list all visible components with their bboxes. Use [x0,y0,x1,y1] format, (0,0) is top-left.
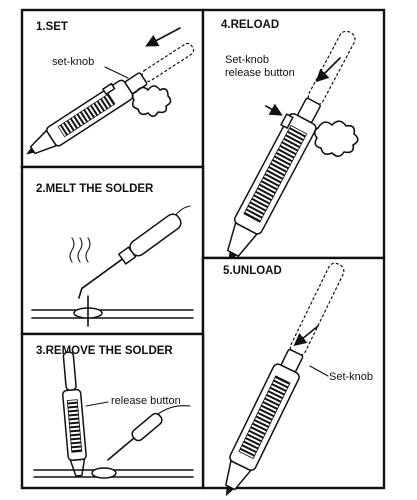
pump-nozzle [29,129,57,155]
heat-wave-icon [69,237,75,263]
panel-set: 1.SET set-knob [20,8,205,169]
reload-pump-grip [243,124,308,223]
panel-unload: 5.UNLOAD Set-knob [201,256,386,497]
desoldering-pump-unload-icon [225,262,345,497]
unload-label-leader [309,365,329,377]
unload-pump-grip [238,375,291,459]
panel-remove-frame [20,332,205,490]
desoldering-pump-icon [26,42,195,155]
panel-unload-title: 5.UNLOAD [223,265,282,277]
remove-soldering-iron-icon [107,412,163,461]
panel-remove: 3.REMOVE THE SOLDER release button [20,332,205,490]
heat-wave-icon [85,237,91,263]
spring-release-burst [131,85,172,118]
desoldering-pump-remove-icon [62,351,87,477]
set-knob-leader [104,66,129,79]
remove-label-leader [85,401,109,407]
remove-iron-cord [157,405,191,415]
unload-set-knob-label: Set-knob [329,371,373,383]
reload-label-line1: Set-knob [225,54,269,66]
pump-tip [26,147,35,155]
reload-label-line2: release button [225,67,295,79]
remove-iron-shaft [107,437,135,461]
pump-grip [57,93,116,138]
panel-melt: 2.MELT THE SOLDER [20,165,205,336]
remove-release-button-label: release button [111,395,181,407]
reload-release-button [280,113,294,129]
set-knob-label: set-knob [52,56,94,68]
remove-pump-grip [66,399,83,453]
panel-reload-title: 4.RELOAD [221,19,279,31]
reload-pump-nozzle [227,222,258,257]
soldering-iron-icon [78,213,182,299]
unload-pump-tip [225,485,234,497]
release-button [102,82,116,95]
iron-shaft [81,258,124,290]
unload-pump-nozzle [225,460,252,491]
heat-wave-icon [77,237,83,263]
reload-spring-burst [313,120,359,158]
panel-reload: 4.RELOAD Set-knob release button [201,8,386,263]
unload-direction-arrow [293,325,319,347]
release-button-arrow [265,103,283,116]
panel-melt-title: 2.MELT THE SOLDER [36,183,154,195]
panel-remove-title: 3.REMOVE THE SOLDER [36,345,173,357]
desoldering-pump-reload-icon [227,30,356,263]
iron-tip [78,287,83,299]
reload-direction-arrow [315,57,341,83]
remove-solder-joint [91,467,117,479]
push-direction-arrow [145,27,181,47]
panel-set-title: 1.SET [36,21,68,33]
remove-pump-nozzle [69,458,86,477]
